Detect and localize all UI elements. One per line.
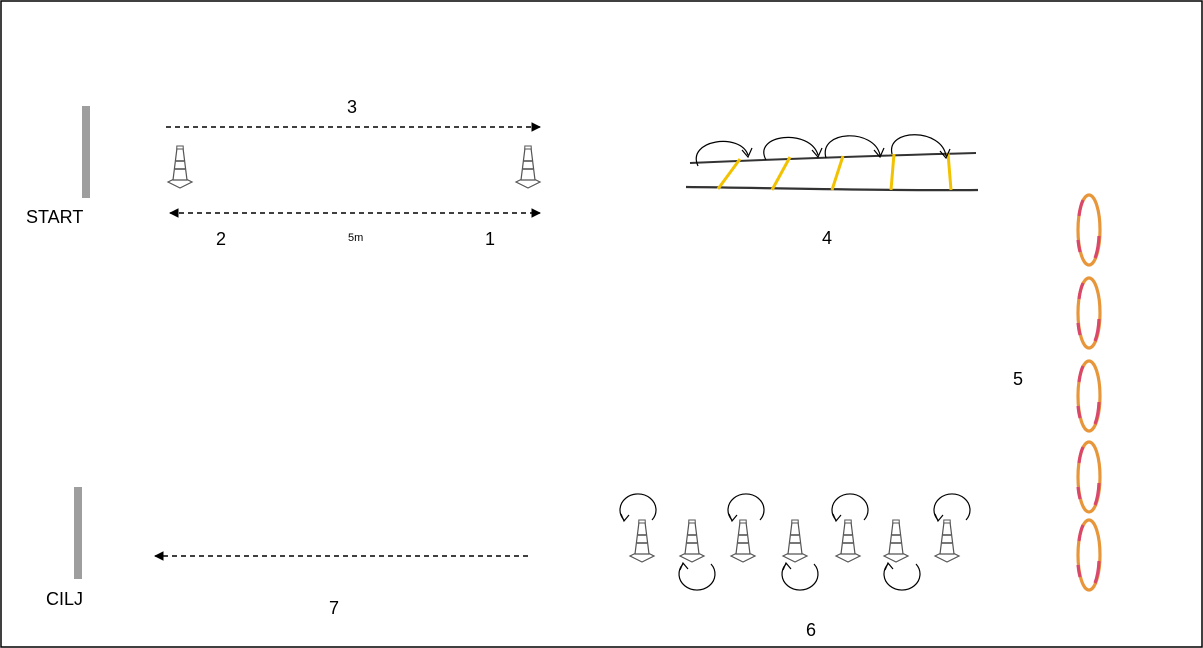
hoop-icon — [1076, 440, 1102, 514]
traffic-cone-icon — [167, 145, 193, 189]
traffic-cone-icon — [629, 519, 655, 563]
finish-post — [74, 487, 82, 579]
start-post — [82, 106, 90, 198]
station-6-label: 6 — [806, 620, 817, 640]
traffic-cone-icon — [782, 519, 808, 563]
circular-arrow-icon — [831, 493, 869, 522]
station-1-label: 1 — [485, 229, 496, 249]
circular-arrow-icon — [727, 493, 765, 522]
circular-arrow-icon — [933, 493, 971, 522]
traffic-cone-icon — [515, 145, 541, 189]
circular-arrow-icon — [678, 562, 716, 591]
finish-label: CILJ — [46, 589, 84, 609]
distance-label: 5m — [348, 232, 364, 244]
station-4-label: 4 — [822, 228, 833, 248]
circular-arrow-icon — [781, 562, 819, 591]
agility-ladder-icon — [685, 134, 979, 192]
traffic-cone-icon — [934, 519, 960, 563]
hoop-icon — [1076, 276, 1102, 350]
station-3-label: 3 — [347, 97, 358, 117]
circular-arrow-icon — [883, 562, 921, 591]
station-7-label: 7 — [329, 598, 340, 618]
traffic-cone-icon — [730, 519, 756, 563]
station-5-label: 5 — [1013, 369, 1024, 389]
start-label: START — [26, 207, 84, 227]
hoop-icon — [1076, 518, 1102, 592]
hoop-icon — [1076, 193, 1102, 267]
circular-arrow-icon — [619, 493, 657, 522]
hoop-icon — [1076, 359, 1102, 433]
traffic-cone-icon — [883, 519, 909, 563]
traffic-cone-icon — [835, 519, 861, 563]
traffic-cone-icon — [679, 519, 705, 563]
station-2-label: 2 — [216, 229, 227, 249]
